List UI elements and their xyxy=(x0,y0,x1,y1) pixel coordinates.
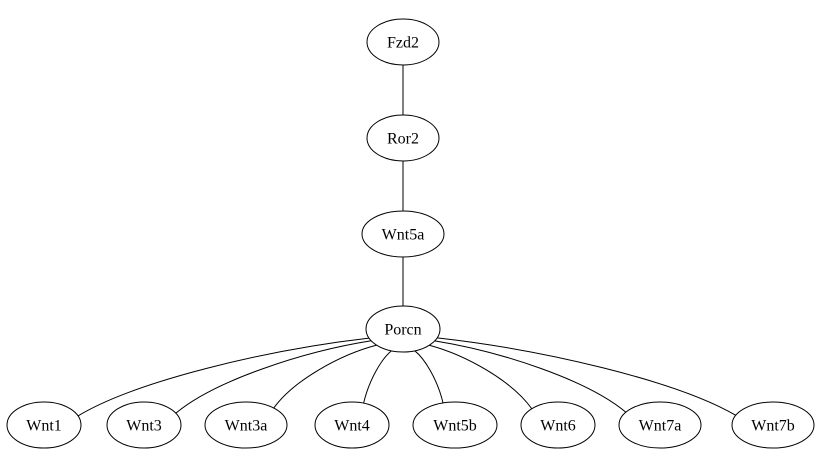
node-wnt3a-label: Wnt3a xyxy=(225,418,268,435)
node-wnt1-ellipse xyxy=(6,401,82,449)
node-wnt3-label: Wnt3 xyxy=(126,418,162,435)
node-ror2-label: Ror2 xyxy=(387,131,419,148)
node-wnt5b-label: Wnt5b xyxy=(433,418,477,435)
node-wnt4-label: Wnt4 xyxy=(334,418,370,435)
node-porcn: Porcn xyxy=(365,305,441,353)
edge-porcn-wnt5b xyxy=(414,350,444,404)
node-wnt5a-ellipse xyxy=(361,210,445,258)
edge-porcn-wnt3 xyxy=(175,340,372,414)
node-fzd2: Fzd2 xyxy=(366,18,440,66)
node-wnt6-label: Wnt6 xyxy=(540,418,576,435)
node-wnt5b: Wnt5b xyxy=(412,401,498,449)
node-wnt3: Wnt3 xyxy=(106,401,182,449)
edge-porcn-wnt1 xyxy=(77,337,370,417)
edge-porcn-wnt6 xyxy=(429,344,533,410)
node-wnt3a-ellipse xyxy=(204,401,288,449)
edge-porcn-wnt7b xyxy=(437,337,737,416)
node-wnt1: Wnt1 xyxy=(6,401,82,449)
node-wnt7a: Wnt7a xyxy=(618,401,702,449)
edge-porcn-wnt3a xyxy=(273,344,377,409)
node-wnt5a-label: Wnt5a xyxy=(382,227,425,244)
node-wnt4: Wnt4 xyxy=(314,401,390,449)
node-wnt6-ellipse xyxy=(520,401,596,449)
node-fzd2-label: Fzd2 xyxy=(387,35,419,52)
node-ror2: Ror2 xyxy=(366,114,440,162)
node-wnt7b-label: Wnt7b xyxy=(751,418,795,435)
node-wnt7a-label: Wnt7a xyxy=(639,418,682,435)
node-wnt7b: Wnt7b xyxy=(731,401,815,449)
node-fzd2-ellipse xyxy=(366,18,440,66)
edge-porcn-wnt7a xyxy=(434,340,627,413)
node-wnt3-ellipse xyxy=(106,401,182,449)
node-wnt1-label: Wnt1 xyxy=(26,418,62,435)
node-porcn-label: Porcn xyxy=(384,322,421,339)
node-ror2-ellipse xyxy=(366,114,440,162)
node-wnt7a-ellipse xyxy=(618,401,702,449)
node-wnt6: Wnt6 xyxy=(520,401,596,449)
node-wnt5a: Wnt5a xyxy=(361,210,445,258)
node-wnt3a: Wnt3a xyxy=(204,401,288,449)
edge-porcn-wnt4 xyxy=(363,350,392,404)
node-wnt5b-ellipse xyxy=(412,401,498,449)
edges-layer xyxy=(77,65,737,417)
node-porcn-ellipse xyxy=(365,305,441,353)
node-wnt4-ellipse xyxy=(314,401,390,449)
node-wnt7b-ellipse xyxy=(731,401,815,449)
